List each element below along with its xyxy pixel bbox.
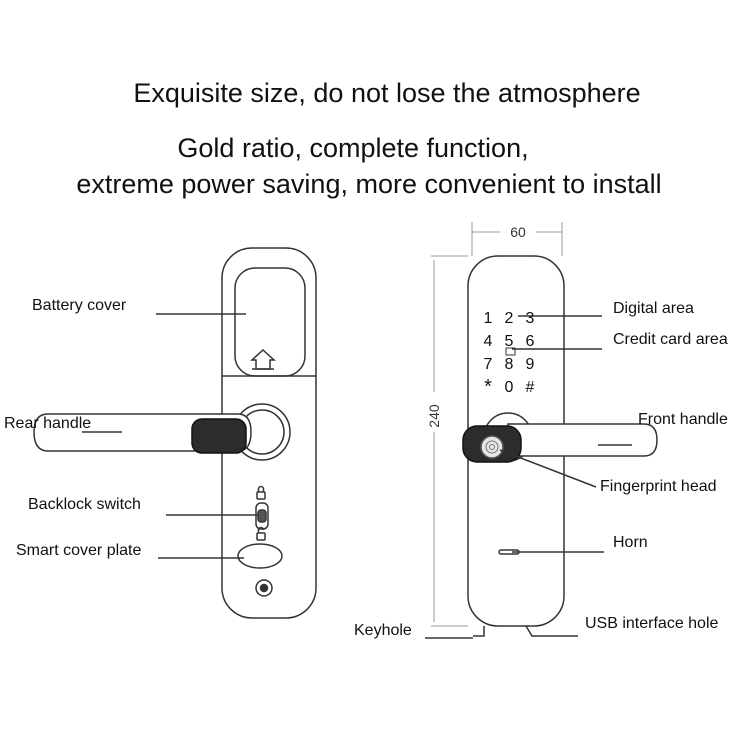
leader-usb-interface-hole [525,625,578,637]
keypad-key: 8 [505,356,514,373]
label-rear-handle: Rear handle [4,415,92,432]
keypad-key: 6 [526,333,535,350]
headline-size: Exquisite size, do not lose the atmosphe… [133,78,641,108]
keypad-key: 2 [505,310,514,327]
keypad-key: # [526,379,535,396]
label-front-handle: Front handle [638,411,728,428]
keypad-key: 7 [484,356,493,373]
keypad-key: 0 [505,379,514,396]
headline-ratio: Gold ratio, complete function, [177,133,529,163]
label-horn: Horn [613,534,648,551]
backlock-switch-drawing [255,485,269,541]
label-smart-cover-plate: Smart cover plate [16,542,142,559]
keypad-key: 9 [526,356,535,373]
label-credit-card-area: Credit card area [613,331,728,348]
smart-cover-plate-drawing [237,543,283,569]
label-battery-cover: Battery cover [32,297,127,314]
label-usb-interface-hole: USB interface hole [585,615,719,632]
keypad-key: * [484,376,492,398]
label-keyhole: Keyhole [354,622,412,639]
dimension-width: 60 [510,224,526,240]
dimension-height: 240 [426,404,442,428]
leader-keyhole [473,626,485,637]
label-backlock-switch: Backlock switch [28,496,141,513]
rear-keyhole-drawing [255,579,273,597]
keypad-key: 4 [484,333,493,350]
keypad-key: 1 [484,310,493,327]
keypad-key: 5 [505,333,514,350]
headline-power: extreme power saving, more convenient to… [76,169,662,199]
leader-fingerprint-head [499,449,597,488]
fingerprint-sensor-icon [480,435,504,459]
keypad-key: 3 [526,310,535,327]
label-digital-area: Digital area [613,300,694,317]
rear-handle-drawing [33,403,291,461]
up-arrow-icon [250,348,276,370]
keypad: 1 2 3 4 5 6 7 8 9 * 0 # [484,310,535,398]
dimension-lines [431,222,563,627]
card-reader-icon [505,347,516,356]
label-fingerprint-head: Fingerprint head [600,478,717,495]
